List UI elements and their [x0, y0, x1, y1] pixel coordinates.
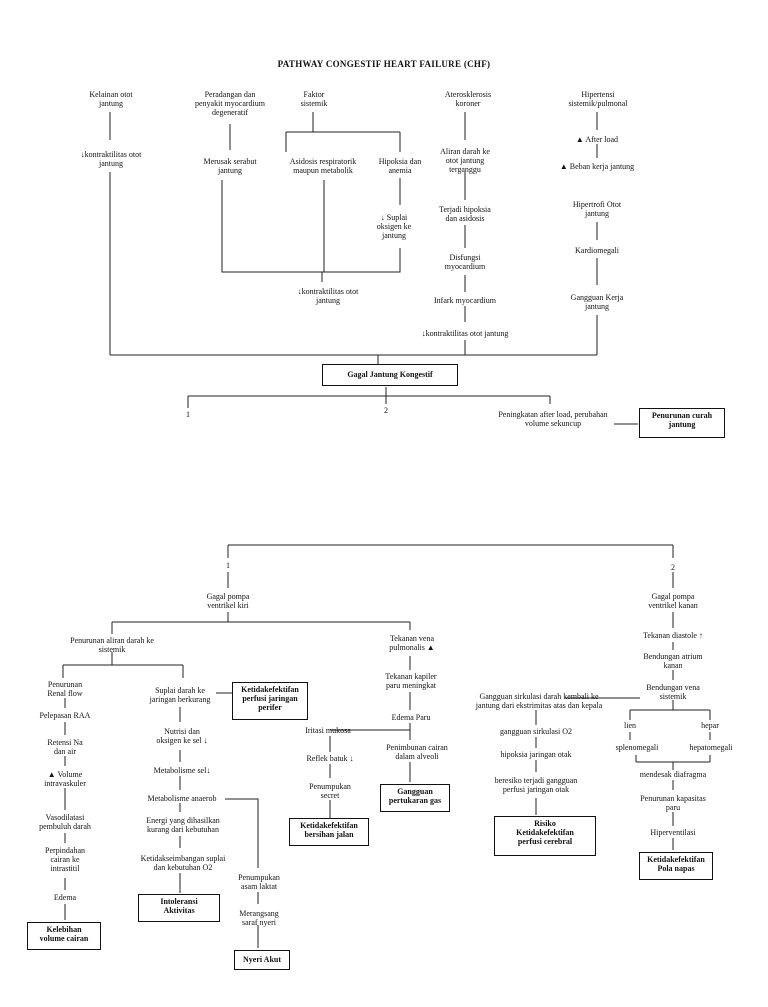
node-suplai-jaringan: Suplai darah ke jaringan berkurang: [149, 686, 211, 704]
node-bendungan-atrium: Bendungan atrium kanan: [643, 652, 703, 670]
node-gangguan-sirkulasi-o2: gangguan sirkulasi O2: [500, 727, 572, 736]
node-hipoksia-anemia: Hipoksia dan anemia: [378, 157, 422, 175]
node-peradangan: Peradangan dan penyakit myocardium degen…: [195, 90, 265, 117]
node-penumpukan-secret: Penumpukan secret: [309, 782, 351, 800]
node-refleks-batuk: Reflek batuk ↓: [306, 754, 354, 763]
branch-label-1-lower: 1: [226, 561, 230, 570]
node-hepatomegali: hepatomegali: [689, 743, 733, 752]
node-metabolisme-sel: Metabolisme sel↓: [153, 766, 211, 775]
node-hipertrofi: Hipertrofi Otot jantung: [572, 200, 622, 218]
node-disfungsi: Disfungsi myocardium: [444, 253, 486, 271]
node-lien: lien: [624, 721, 636, 730]
node-hiperventilasi: Hiperventilasi: [650, 828, 696, 837]
node-kelainan-otot: Kelainan otot jantung: [89, 90, 133, 108]
node-kontraktilitas-3: ↓kontraktilitas otot jantung: [421, 329, 509, 338]
node-aterosklerosis: Aterosklerosis koroner: [444, 90, 492, 108]
node-penimbunan-cairan: Penimbunan cairan dalam alveoli: [386, 743, 448, 761]
node-energi: Energi yang dihasilkan kurang dari kebut…: [146, 816, 220, 834]
diagnosis-penurunan-curah-jantung: Penurunan curah jantung: [639, 408, 725, 438]
node-gagal-pompa-kanan: Gagal pompa ventrikel kanan: [648, 592, 698, 610]
diagnosis-kelebihan-volume: Kelebihan volume cairan: [27, 922, 101, 950]
node-nutrisi-oksigen: Nutrisi dan oksigen ke sel ↓: [156, 727, 208, 745]
branch-label-1: 1: [186, 410, 190, 419]
node-bendungan-vena: Bendungan vena sistemik: [646, 683, 700, 701]
node-hepar: hepar: [701, 721, 719, 730]
node-renal-flow: Penurunan Renal flow: [47, 680, 83, 698]
diagram-title: PATHWAY CONGESTIF HEART FAILURE (CHF): [277, 59, 491, 69]
node-penurunan-aliran: Penurunan aliran darah ke sistemik: [70, 636, 154, 654]
node-kardiomegali: Kardiomegali: [575, 246, 619, 255]
node-suplai-oksigen: ↓ Suplai oksigen ke jantung: [376, 213, 412, 240]
node-gangguan-sirkulasi-kembali: Gangguan sirkulasi darah kembali ke jant…: [475, 692, 603, 710]
node-hipertensi: Hipertensi sistemik/pulmonal: [568, 90, 628, 108]
node-splenomegali: splenomegali: [615, 743, 659, 752]
diagnosis-risiko-perfusi-cerebral: Risiko Ketidakefektifan perfusi cerebral: [494, 816, 596, 856]
branch-label-2-lower: 2: [671, 563, 675, 572]
node-edema: Edema: [53, 893, 77, 902]
node-metabolisme-anaerob: Metabolisme anaerob: [147, 794, 217, 803]
node-ketidakseimbangan: Ketidakseimbangan suplai dan kebutuhan O…: [140, 854, 226, 872]
node-tekanan-kapiler: Tekanan kapiler paru meningkat: [385, 672, 437, 690]
node-gagal-jantung-kongestif: Gagal Jantung Kongestif: [322, 364, 458, 386]
diagnosis-pola-napas: Ketidakefektifan Pola napas: [639, 852, 713, 880]
node-hipoksia-asidosis: Terjadi hipoksia dan asidosis: [439, 205, 491, 223]
node-penurunan-kapasitas-paru: Penurunan kapasitas paru: [640, 794, 706, 812]
node-tekanan-diastole: Tekanan diastole ↑: [643, 631, 703, 640]
node-pelepasan-raa: Pelepasan RAA: [39, 711, 91, 720]
diagnosis-nyeri-akut: Nyeri Akut: [234, 950, 290, 970]
node-vasodilatasi: Vasodilatasi pembuluh darah: [39, 813, 91, 831]
node-iritasi-mukosa: Iritasi mukosa: [305, 726, 351, 735]
node-beban-kerja: ▲ Beban kerja jantung: [559, 162, 635, 171]
node-afterload: ▲ After load: [575, 135, 619, 144]
node-mendesak-diafragma: mendesak diafragma: [639, 770, 707, 779]
node-perpindahan-cairan: Perpindahan cairan ke intrastitil: [45, 846, 85, 873]
diagnosis-perfusi-perifer: Ketidakefektifan perfusi jaringan perife…: [232, 682, 308, 720]
node-merusak-serabut: Merusak serabut jantung: [203, 157, 257, 175]
diagnosis-intoleransi-aktivitas: Intoleransi Aktivitas: [138, 894, 220, 922]
node-kontraktilitas-2: ↓kontraktilitas otot jantung: [297, 287, 359, 305]
node-edema-paru: Edema Paru: [391, 713, 431, 722]
node-tekanan-vena-pulmonalis: Tekanan vena pulmonalis ▲: [389, 634, 435, 652]
diagnosis-pertukaran-gas: Gangguan pertukaran gas: [380, 784, 450, 812]
node-asam-laktat: Penumpukan asam laktat: [238, 873, 280, 891]
node-merangsang-saraf: Merangsang saraf nyeri: [239, 909, 279, 927]
node-asidosis: Asidosis respiratorik maupun metabolik: [289, 157, 357, 175]
node-kontraktilitas-1: ↓kontraktilitas otot jantung: [80, 150, 142, 168]
node-infark: Infark myocardium: [434, 296, 496, 305]
node-gangguan-kerja: Gangguan Kerja jantung: [570, 293, 624, 311]
node-faktor-sistemik: Faktor sistemik: [300, 90, 328, 108]
node-volume-intravaskuler: ▲ Volume intravaskuler: [44, 770, 86, 788]
node-hipoksia-otak: hipoksia jaringan otak: [500, 750, 572, 759]
node-retensi-na: Retensi Na dan air: [47, 738, 83, 756]
branch-label-2: 2: [384, 406, 388, 415]
node-gagal-pompa-kiri: Gagal pompa ventrikel kiri: [206, 592, 250, 610]
node-peningkatan-afterload: Peningkatan after load, perubahan volume…: [498, 410, 608, 428]
node-beresiko-perfusi-otak: beresiko terjadi gangguan perfusi jaring…: [494, 776, 578, 794]
diagnosis-bersihan-jalan-napas: Ketidakefektifan bersihan jalan: [289, 818, 369, 846]
node-aliran-darah: Aliran darah ke otot jantung terganggu: [440, 147, 490, 174]
